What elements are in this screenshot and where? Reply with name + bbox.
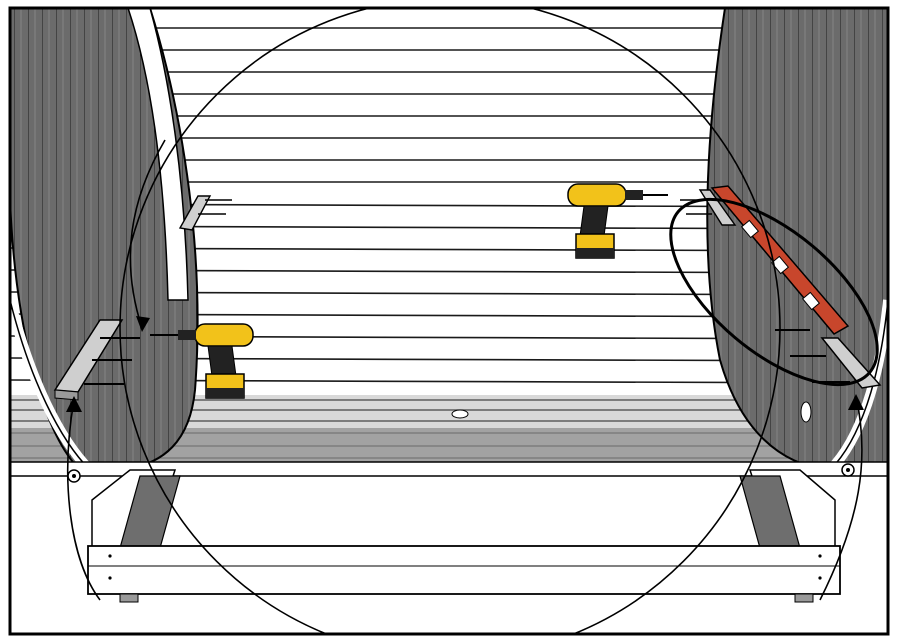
hinge-right — [842, 464, 854, 476]
cradle-stand — [10, 462, 888, 602]
hinge-left — [68, 470, 80, 482]
